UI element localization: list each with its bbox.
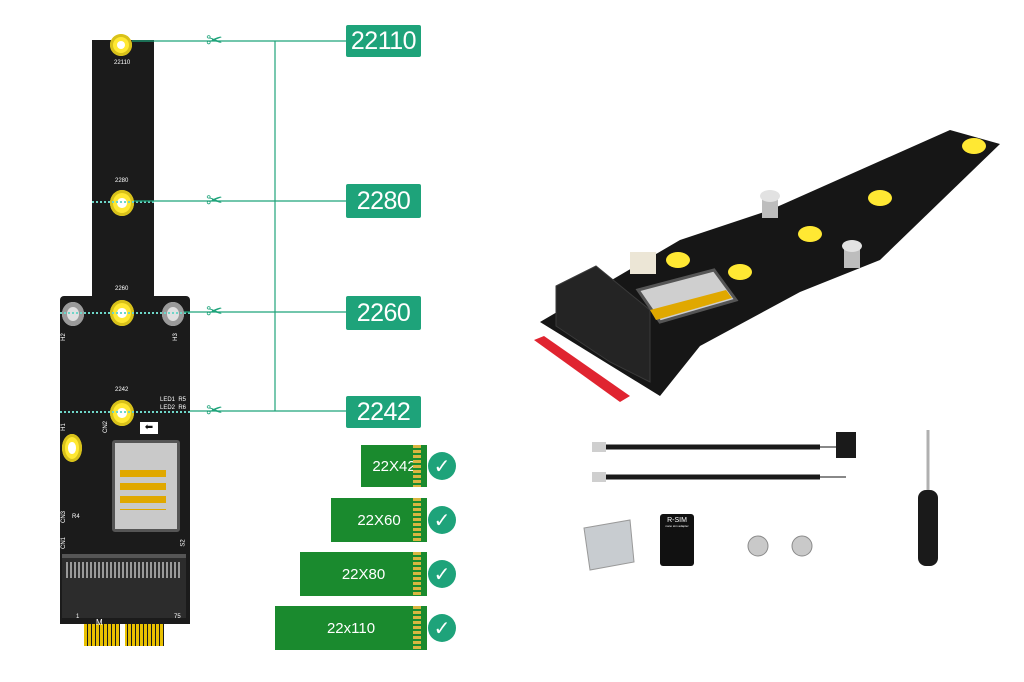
ssd-card-22x42: 22X42 (361, 445, 427, 487)
pcb-mark-led: LED1 R5 LED2 R6 (160, 397, 187, 411)
sim-brand: R-SIM (667, 517, 687, 524)
ssd-card-22x110: 22x110 (275, 606, 427, 650)
pcb-extension (92, 40, 154, 302)
sim-adapter-card: R-SIM nano sim adapter (660, 514, 694, 566)
cut-line-2280 (92, 201, 154, 203)
length-connector-lines (132, 40, 346, 412)
screw-hole-h3 (162, 302, 184, 326)
adapter-board-illustration (534, 130, 1000, 402)
check-icon: ✓ (428, 506, 456, 534)
mount-hole-h1 (62, 434, 82, 462)
length-badge-2280: 2280 (346, 184, 421, 218)
scissors-icon: ✂ (206, 301, 223, 323)
ssd-size-label: 22X80 (341, 565, 386, 583)
cut-line-2260 (60, 312, 190, 314)
pcb-mark-key-m: M (96, 618, 103, 627)
ssd-size-label: 22X42 (372, 457, 416, 475)
pcb-mark-2260: 2260 (115, 286, 129, 292)
scissors-icon: ✂ (206, 400, 223, 422)
pcb-mark-2280: 2280 (115, 178, 129, 184)
ssd-card-22x80: 22X80 (300, 552, 427, 596)
product-photo (500, 100, 1024, 420)
check-icon: ✓ (428, 560, 456, 588)
m2-socket-pins (66, 562, 182, 578)
check-icon: ✓ (428, 614, 456, 642)
pcb-mark-22110: 22110 (114, 60, 131, 66)
length-badge-2242: 2242 (346, 396, 421, 428)
scissors-icon: ✂ (206, 30, 223, 52)
sim-slot-contacts (120, 470, 166, 510)
ssd-size-label: 22x110 (326, 619, 376, 637)
pcb-mark-pin75: 75 (174, 614, 181, 620)
ssd-size-label: 22X60 (357, 511, 401, 529)
scissors-icon: ✂ (206, 190, 223, 212)
mount-hole-22110 (110, 34, 132, 56)
pcb-diagram: ⬅ 22110 2280 2260 2242 H2 H3 H1 CN2 CN3 … (0, 0, 470, 682)
pcb-mark-pin1: 1 (76, 614, 80, 620)
pcb-mark-r4: R4 (72, 514, 80, 520)
arrow-icon: ⬅ (140, 422, 158, 434)
connector-key-notch (120, 624, 125, 646)
pcb-mark-2242: 2242 (115, 387, 129, 393)
cable-illustration (583, 430, 938, 571)
screw-hole-h2 (62, 302, 84, 326)
length-badge-2260: 2260 (346, 296, 421, 330)
ssd-card-22x60: 22X60 (331, 498, 427, 542)
length-badge-22110: 22110 (346, 25, 421, 57)
accessories: R-SIM nano sim adapter (570, 420, 1024, 600)
cut-line-2242 (60, 411, 190, 413)
check-icon: ✓ (428, 452, 456, 480)
sim-subtitle: nano sim adapter (665, 524, 689, 528)
